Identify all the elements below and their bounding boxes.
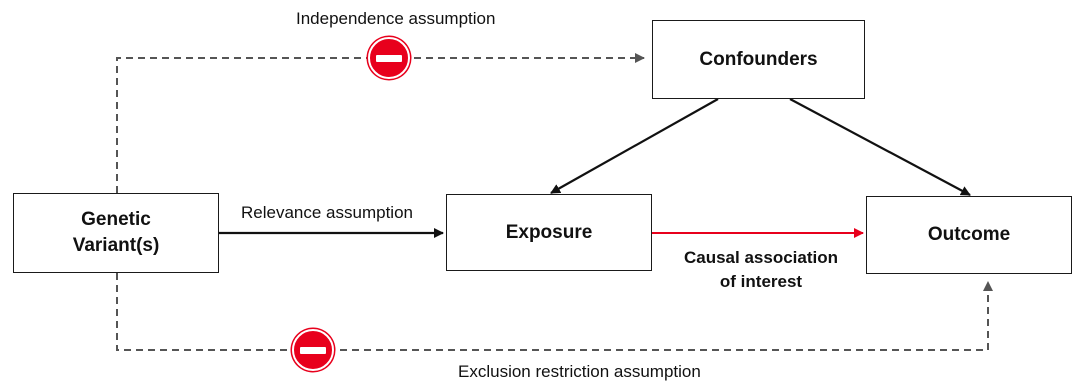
exclusion-label: Exclusion restriction assumption — [458, 362, 701, 381]
confounders-to-outcome-arrow — [789, 98, 971, 196]
node-outcome-label: Outcome — [927, 224, 1011, 246]
causal-label-line1: Causal association — [683, 248, 838, 267]
node-outcome: Outcome — [866, 196, 1072, 274]
confounders-to-exposure-arrow — [550, 98, 719, 194]
no-entry-icon — [368, 37, 410, 79]
node-genetic-line1: Genetic — [81, 209, 151, 231]
independence-arrow — [116, 53, 645, 193]
causal-label: Causal association of interest — [676, 246, 846, 294]
causal-label-line2: of interest — [719, 271, 803, 291]
exclusion-arrow — [116, 273, 993, 351]
node-exposure: Exposure — [446, 194, 652, 271]
relevance-label: Relevance assumption — [241, 203, 413, 222]
no-entry-bar — [300, 346, 326, 354]
independence-label: Independence assumption — [296, 9, 496, 28]
node-genetic-variants: Genetic Variant(s) — [13, 193, 219, 273]
no-entry-icon — [292, 329, 334, 371]
no-entry-bar — [376, 54, 402, 62]
node-confounders-label: Confounders — [699, 48, 818, 70]
node-exposure-label: Exposure — [505, 221, 593, 243]
node-confounders: Confounders — [652, 20, 865, 99]
node-genetic-line2: Variant(s) — [72, 235, 160, 256]
